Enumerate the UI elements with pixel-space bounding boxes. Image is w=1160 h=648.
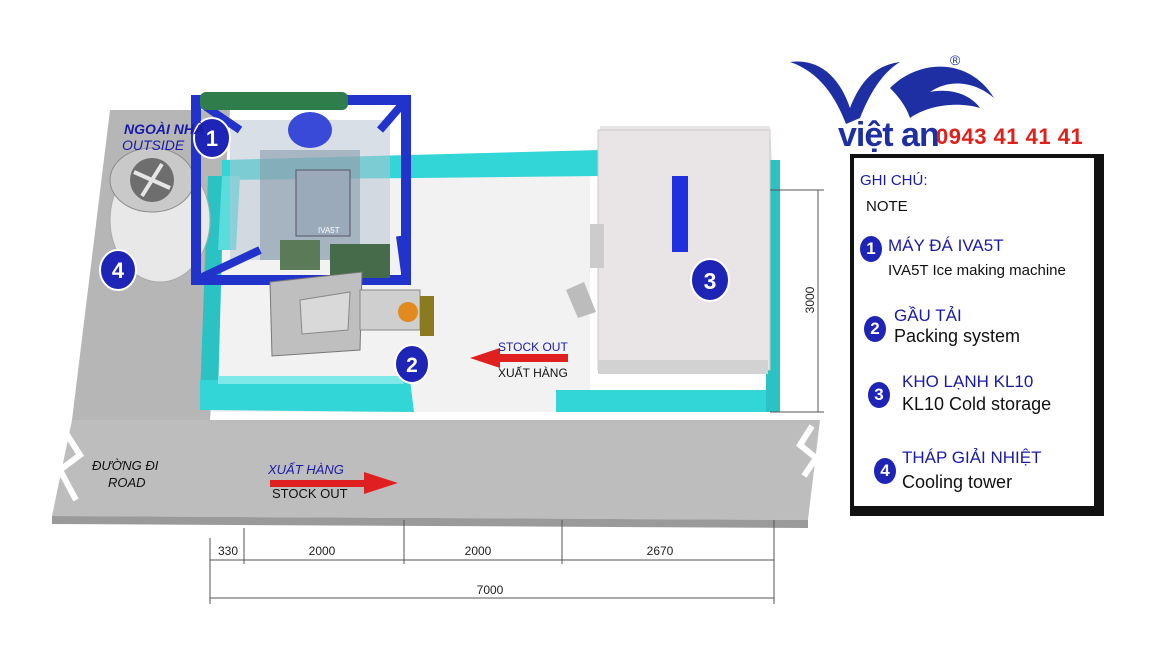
cold-storage-door <box>672 176 688 252</box>
registered-mark: ® <box>950 52 961 68</box>
brand-name: việt an <box>838 116 940 154</box>
legend-title-en: NOTE <box>866 198 908 215</box>
road-edge <box>52 516 808 528</box>
road-label-en: ROAD <box>108 475 146 490</box>
road-arrow-en: STOCK OUT <box>272 486 348 501</box>
road-surface <box>52 420 820 520</box>
legend-item-1-en: IVA5T Ice making machine <box>888 262 1066 279</box>
ice-machine <box>191 92 411 285</box>
dim-seg-2: 2000 <box>309 544 336 558</box>
outside-label-en: OUTSIDE <box>122 137 185 153</box>
wall-bottom-right <box>556 390 780 412</box>
marker-2-text: 2 <box>406 354 418 377</box>
marker-4-text: 4 <box>112 258 125 283</box>
legend-item-3-num: 3 <box>868 382 890 408</box>
wall-bottom-left-face <box>218 376 404 384</box>
legend-panel: GHI CHÚ: NOTE 1 MÁY ĐÁ IVA5T IVA5T Ice m… <box>850 154 1104 516</box>
legend-item-4-en: Cooling tower <box>902 472 1013 492</box>
legend-item-3-en: KL10 Cold storage <box>902 394 1052 414</box>
dimension-bottom <box>209 520 775 604</box>
marker-4: 4 <box>99 249 137 291</box>
dimension-height <box>770 189 824 413</box>
legend-item-1-vi: MÁY ĐÁ IVA5T <box>888 236 1004 255</box>
cold-storage-ramp <box>566 282 596 318</box>
dim-seg-3: 2000 <box>465 544 492 558</box>
legend-item-2-en: Packing system <box>894 326 1021 346</box>
fan-blade <box>140 162 164 198</box>
brand-phone: 0943 41 41 41 <box>936 124 1084 149</box>
road-arrow <box>270 472 398 494</box>
brand-wave-icon <box>790 61 900 124</box>
inner-arrow <box>470 348 568 368</box>
dim-height: 3000 <box>803 286 817 313</box>
road-label-vi: ĐƯỜNG ĐI <box>92 458 159 473</box>
packing-system <box>269 271 434 357</box>
dim-seg-1: 330 <box>218 544 238 558</box>
marker-1-text: 1 <box>206 126 218 151</box>
marker-3: 3 <box>690 258 730 302</box>
inner-arrow-vi: XUẤT HÀNG <box>498 365 568 380</box>
cold-storage-side <box>590 224 604 268</box>
road-break-right <box>796 424 821 478</box>
legend-item-3-vi: KHO LẠNH KL10 <box>902 372 1034 391</box>
legend-item-1-num: 1 <box>860 236 882 262</box>
legend-item-4-vi: THÁP GIẢI NHIỆT <box>902 448 1042 467</box>
marker-3-text: 3 <box>704 268 717 294</box>
marker-2: 2 <box>394 344 430 384</box>
machine-plate: IVA5T <box>318 226 340 235</box>
legend-item-4-num: 4 <box>874 458 896 484</box>
dim-seg-4: 2670 <box>647 544 674 558</box>
marker-1: 1 <box>193 117 231 159</box>
outside-label-vi: NGOÀI NHÀ <box>124 121 204 137</box>
road-arrow-vi: XUẤT HÀNG <box>267 462 344 477</box>
brand-logo <box>790 61 994 124</box>
road-break-left <box>56 428 85 502</box>
dim-total: 7000 <box>477 583 504 597</box>
legend-title-vi: GHI CHÚ: <box>860 172 928 189</box>
brand-wave-icon <box>890 66 994 118</box>
wall-bottom-left <box>200 380 414 412</box>
legend-item-2-num: 2 <box>864 316 886 342</box>
inner-arrow-en: STOCK OUT <box>498 340 568 354</box>
legend-item-2-vi: GẦU TẢI <box>894 306 962 325</box>
cold-storage-shadow <box>598 360 768 374</box>
